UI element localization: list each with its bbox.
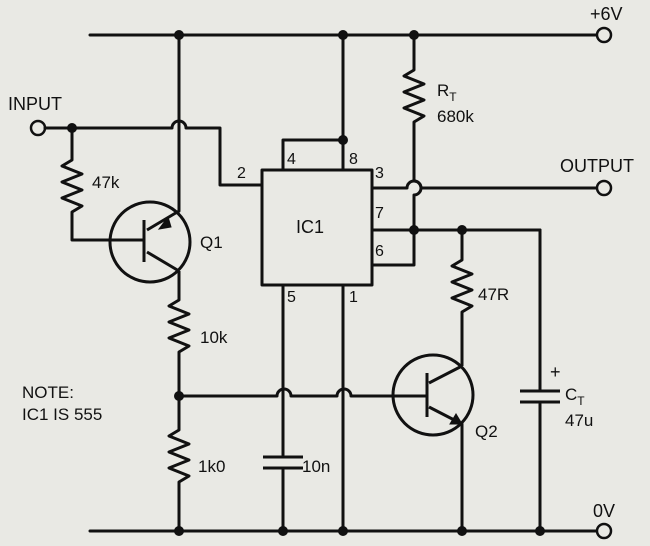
pin-1-label: 1	[349, 289, 358, 306]
resistor-1k0-label: 1k0	[198, 457, 225, 476]
pin-6-label: 6	[375, 243, 384, 260]
resistor-47r-label: 47R	[478, 285, 509, 304]
resistor-10k	[167, 271, 191, 396]
capacitor-ct-value: 47u	[565, 411, 593, 430]
pin-2-label: 2	[237, 165, 246, 182]
capacitor-10n-ground-junction	[278, 526, 288, 536]
resistor-1k0	[167, 396, 191, 531]
pin-4-label: 4	[287, 151, 296, 168]
output-label: OUTPUT	[560, 156, 634, 176]
ct-ground-junction	[535, 526, 545, 536]
capacitor-ct-label: CT	[565, 385, 585, 408]
transistor-q2-label: Q2	[475, 422, 498, 441]
resistor-rt-value: 680k	[437, 107, 474, 126]
rt-rail-junction	[409, 30, 419, 40]
divider-to-q2-wire	[177, 387, 422, 398]
pin-3-label: 3	[375, 165, 384, 182]
transistor-q2	[391, 353, 475, 437]
output-terminal[interactable]	[595, 179, 613, 197]
resistor-rt-label: RT	[437, 81, 457, 104]
resistor-rt	[402, 35, 426, 230]
q1-rail-junction	[174, 30, 184, 40]
pin-7-label: 7	[375, 205, 384, 222]
pin-8-label: 8	[349, 151, 358, 168]
ic1-label: IC1	[296, 217, 324, 237]
pin4-wire	[281, 138, 345, 172]
pin-5-label: 5	[287, 289, 296, 306]
capacitor-ct-polarity: +	[550, 362, 561, 382]
resistor-10k-label: 10k	[200, 328, 228, 347]
output-wire	[370, 179, 599, 190]
capacitor-10n-label: 10n	[302, 457, 330, 476]
input-label: INPUT	[8, 94, 62, 114]
resistor-47k-label: 47k	[92, 173, 120, 192]
input-terminal[interactable]	[29, 119, 47, 137]
resistor-47r	[450, 230, 474, 366]
note-line2: IC1 IS 555	[22, 405, 102, 424]
supply-terminal[interactable]	[595, 26, 613, 44]
note-line1: NOTE:	[22, 383, 74, 402]
ground-label: 0V	[593, 501, 615, 521]
resistor-47k	[60, 128, 112, 242]
ground-terminal[interactable]	[595, 522, 613, 540]
supply-label: +6V	[590, 4, 623, 24]
pin4-8-junction	[338, 135, 348, 145]
q2-ground-junction	[457, 526, 467, 536]
transistor-q1-label: Q1	[200, 233, 223, 252]
ic1-body	[260, 168, 374, 287]
pin8-rail-junction	[338, 30, 348, 40]
input-wire	[43, 119, 264, 187]
pin6-wire	[370, 228, 416, 267]
ground-junction-1k0	[174, 526, 184, 536]
transistor-q1	[108, 200, 192, 284]
pin1-ground-junction	[338, 526, 348, 536]
